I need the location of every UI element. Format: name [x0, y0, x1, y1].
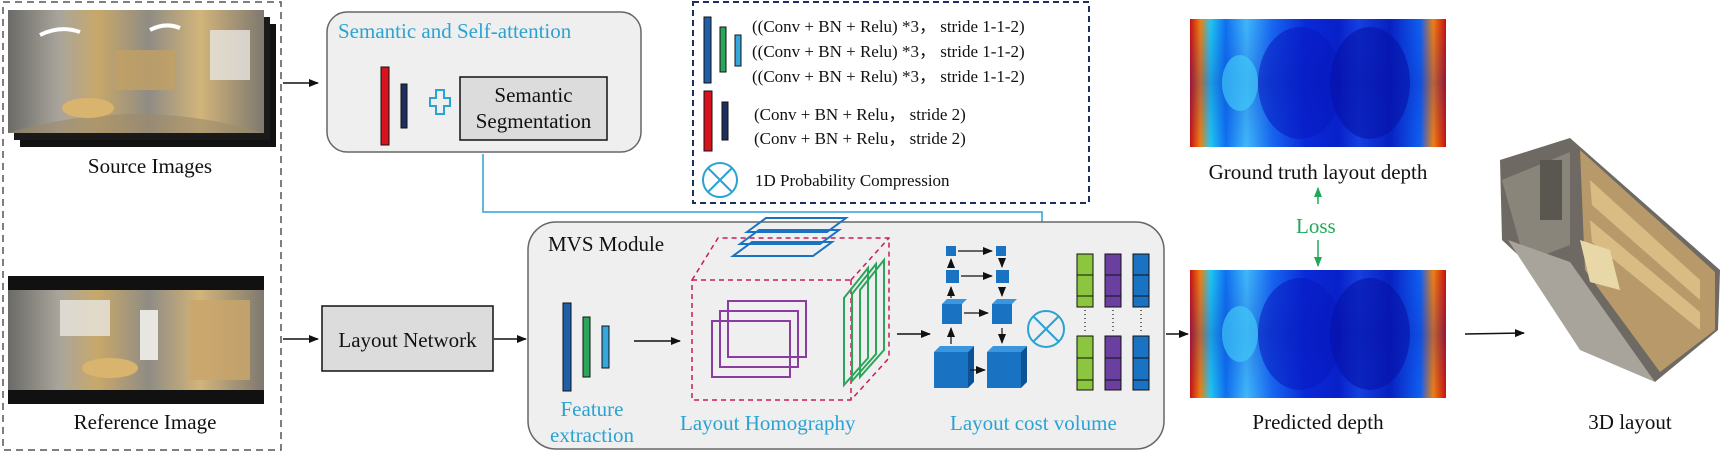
legend-conv3-row-2: ((Conv + BN + Relu) *3， stride 1-1-2)	[752, 42, 1025, 61]
legend-conv3-row-1: ((Conv + BN + Relu) *3， stride 1-1-2)	[752, 17, 1025, 36]
legend-conv-row-1: (Conv + BN + Relu， stride 2)	[754, 105, 966, 124]
feature-bar-2	[582, 316, 591, 378]
feature-extraction-line1: Feature	[560, 397, 624, 421]
semantic-segmentation-line2: Segmentation	[475, 109, 592, 133]
feature-extraction-label: Feature extraction	[530, 396, 654, 448]
cost-volume-columns	[1076, 253, 1150, 391]
layout-cost-volume-label: Layout cost volume	[950, 411, 1117, 435]
ground-truth-depth-map	[1190, 19, 1446, 147]
compression-otimes-icon	[1027, 310, 1065, 348]
semantic-navy-bar	[400, 83, 408, 129]
feature-bar-3	[601, 325, 610, 369]
semantic-title: Semantic and Self-attention	[338, 19, 572, 43]
layout-network-box	[321, 305, 494, 372]
semantic-segmentation-label: Semantic Segmentation	[460, 82, 607, 134]
3d-layout-label: 3D layout	[1588, 410, 1672, 434]
semantic-red-bar	[380, 66, 390, 146]
3d-room-render	[1500, 138, 1720, 382]
semantic-segmentation-line1: Semantic	[494, 83, 573, 107]
loss-label: Loss	[1296, 214, 1336, 238]
arrow-to-3d-layout	[1464, 329, 1525, 338]
legend-conv3-row-3: ((Conv + BN + Relu) *3， stride 1-1-2)	[752, 67, 1025, 86]
legend-box	[692, 1, 1090, 204]
feature-extraction-line2: extraction	[550, 423, 634, 447]
source-images-label: Source Images	[87, 154, 213, 178]
reference-image-label: Reference Image	[73, 410, 217, 434]
plus-icon	[429, 89, 451, 115]
mvs-module-title: MVS Module	[548, 232, 665, 256]
otimes-icon	[702, 162, 738, 198]
feature-bar-1	[562, 302, 572, 392]
predicted-depth-map	[1190, 270, 1446, 398]
layout-homography-label: Layout Homography	[680, 411, 856, 435]
semantic-segmentation-box	[459, 76, 608, 141]
legend-conv-row-2: (Conv + BN + Relu， stride 2)	[754, 129, 966, 148]
reference-image	[8, 276, 264, 404]
ground-truth-label: Ground truth layout depth	[1208, 160, 1428, 184]
homography-cube	[691, 217, 890, 401]
legend-compression: 1D Probability Compression	[755, 171, 950, 190]
layout-network-label: Layout Network	[338, 328, 477, 352]
source-images	[8, 10, 276, 147]
predicted-depth-label: Predicted depth	[1252, 410, 1384, 434]
cost-regularizer	[934, 246, 1027, 388]
input-frame	[2, 1, 282, 451]
